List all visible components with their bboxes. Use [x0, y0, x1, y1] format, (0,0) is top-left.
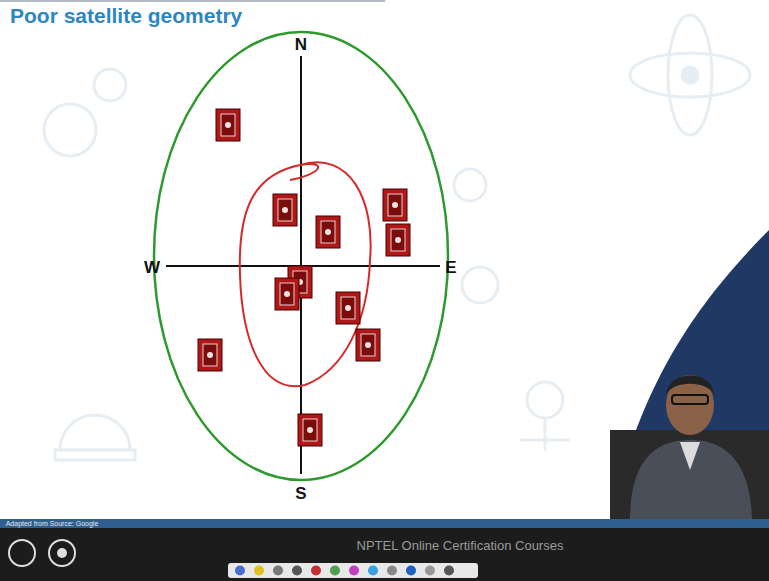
satellite-symbol	[198, 339, 222, 371]
compass-label: S	[295, 485, 306, 502]
top-rule	[0, 0, 385, 2]
satellite-symbol	[356, 329, 380, 361]
satellite-symbols	[198, 109, 410, 446]
satellite-symbol	[316, 216, 340, 248]
satellite-symbol	[273, 194, 297, 226]
satellite-symbol	[216, 109, 240, 141]
pen-toolbar	[228, 563, 478, 578]
source-note: Adapted from Source: Google	[6, 520, 99, 527]
compass-label: N	[295, 36, 307, 53]
satellite-symbol	[336, 292, 360, 324]
satellite-symbol	[383, 189, 407, 221]
footer-bar	[0, 528, 769, 581]
satellite-symbol	[275, 278, 299, 310]
institute-logos	[9, 540, 75, 566]
presenter-video	[610, 230, 769, 520]
compass-label: E	[445, 259, 456, 276]
course-footer: NPTEL Online Certification Courses	[357, 539, 564, 552]
satellite-symbol	[386, 224, 410, 256]
compass-label: W	[144, 259, 160, 276]
annotation-loop	[240, 162, 371, 386]
satellite-symbol	[298, 414, 322, 446]
sky-plot-horizon	[154, 32, 448, 480]
watermark-icons	[44, 15, 750, 460]
footer-strip	[0, 519, 769, 528]
slide-title: Poor satellite geometry	[10, 4, 242, 28]
